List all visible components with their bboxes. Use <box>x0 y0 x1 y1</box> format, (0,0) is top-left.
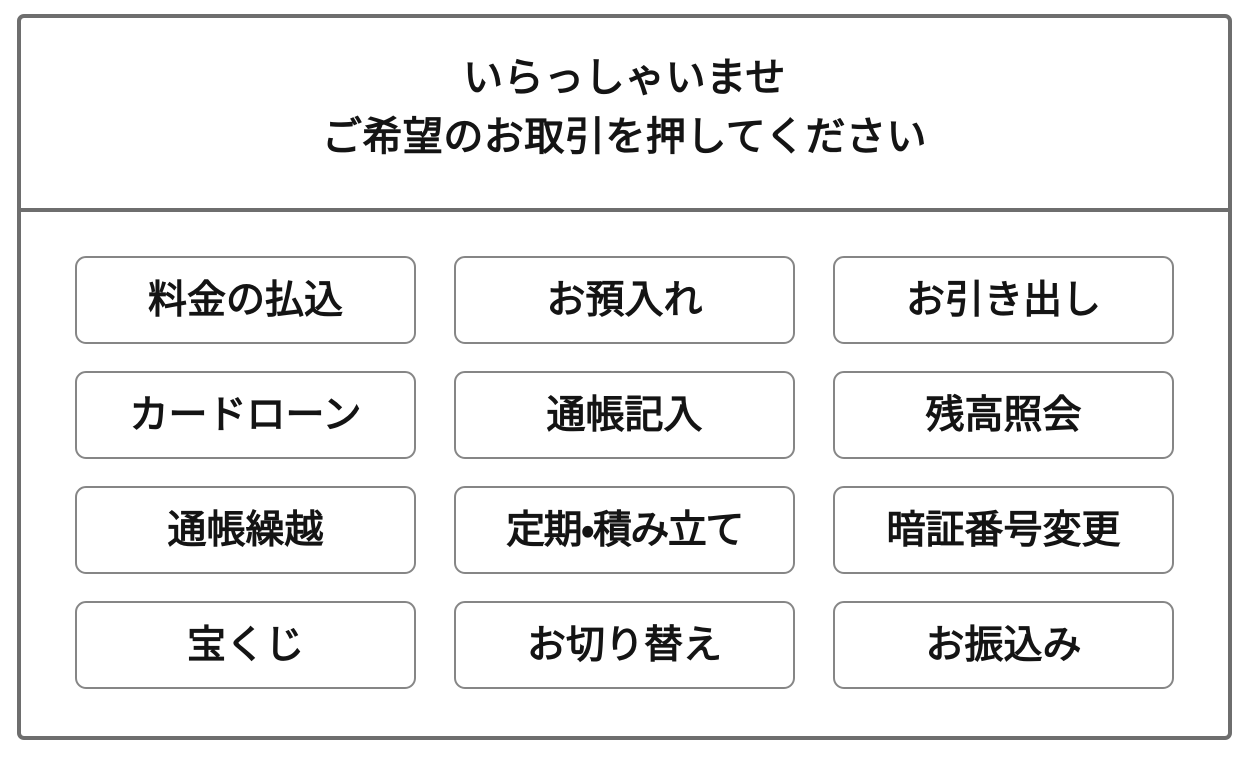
transaction-button-label: 料金の払込 <box>147 277 343 323</box>
atm-screen: いらっしゃいませ ご希望のお取引を押してください 料金の払込 お預入れ お引き出… <box>17 14 1232 740</box>
transaction-button-balance-inquiry[interactable]: 残高照会 <box>833 371 1174 459</box>
transaction-button-time-deposit[interactable]: 定期・積み立て <box>454 486 795 574</box>
transaction-button-lottery[interactable]: 宝くじ <box>75 601 416 689</box>
transaction-button-label: 暗証番号変更 <box>886 507 1121 553</box>
transaction-button-label: お振込み <box>925 622 1082 668</box>
header-panel: いらっしゃいませ ご希望のお取引を押してください <box>21 18 1228 212</box>
transaction-button-payment[interactable]: 料金の払込 <box>75 256 416 344</box>
transaction-button-label: 残高照会 <box>925 392 1082 438</box>
transaction-button-label: 通帳繰越 <box>167 507 324 553</box>
transaction-button-label: 定期・積み立て <box>506 507 744 553</box>
transaction-button-transfer[interactable]: お振込み <box>833 601 1174 689</box>
transaction-button-pin-change[interactable]: 暗証番号変更 <box>833 486 1174 574</box>
transaction-button-label: お引き出し <box>905 277 1101 323</box>
transaction-button-passbook-renewal[interactable]: 通帳繰越 <box>75 486 416 574</box>
transaction-button-label: カードローン <box>129 392 362 438</box>
transaction-button-grid: 料金の払込 お預入れ お引き出し カードローン 通帳記入 残高照会 通帳繰越 定… <box>21 212 1228 736</box>
greeting-text: いらっしゃいませ <box>463 54 786 101</box>
transaction-button-label: お切り替え <box>526 622 722 668</box>
transaction-button-withdrawal[interactable]: お引き出し <box>833 256 1174 344</box>
transaction-button-card-loan[interactable]: カードローン <box>75 371 416 459</box>
transaction-button-label: 通帳記入 <box>546 392 703 438</box>
transaction-button-deposit[interactable]: お預入れ <box>454 256 795 344</box>
instruction-text: ご希望のお取引を押してください <box>321 114 928 160</box>
transaction-button-switch-over[interactable]: お切り替え <box>454 601 795 689</box>
transaction-button-label: 宝くじ <box>186 622 304 668</box>
transaction-button-label: お預入れ <box>546 277 703 323</box>
transaction-button-passbook-entry[interactable]: 通帳記入 <box>454 371 795 459</box>
